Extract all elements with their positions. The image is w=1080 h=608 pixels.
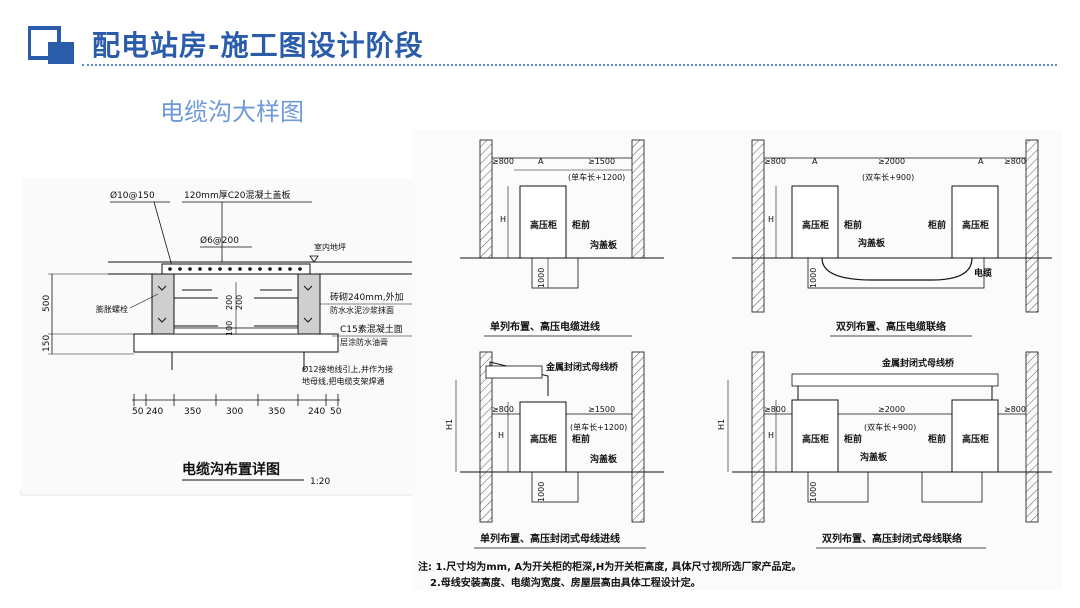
p2-front-l: 柜前 bbox=[843, 219, 862, 231]
p3-dim-1: ≥800 bbox=[492, 405, 514, 414]
p1-caption: 单列布置、高压电缆进线 bbox=[490, 320, 600, 333]
p2-depth: 1000 bbox=[809, 268, 818, 288]
trench-detail-svg: Ø10@150 120mm厚C20混凝土盖板 Ø6@200 室内地坪 200 2… bbox=[42, 189, 414, 487]
p2-cabinet-l: 高压柜 bbox=[802, 219, 829, 231]
ground-note-1: Ø12接地线引上,并作为接 bbox=[302, 364, 393, 374]
p2-cover: 沟盖板 bbox=[858, 237, 886, 249]
p4-dim-3: ≥2000 bbox=[878, 405, 905, 414]
dim-200-a: 200 bbox=[225, 295, 234, 310]
bottom-dim-6: 240 bbox=[308, 407, 325, 417]
layout-panel-4: 金属封闭式母线桥 ≥800 A ≥2000 A ≥800 (双车长+900) 高… bbox=[717, 351, 1052, 549]
p1-dim-2: A bbox=[538, 157, 544, 166]
p4-subdim: (双车长+900) bbox=[864, 422, 916, 432]
p3-front: 柜前 bbox=[571, 433, 590, 445]
p3-h1: H1 bbox=[445, 419, 454, 430]
rebar-top-label: Ø10@150 bbox=[110, 190, 155, 201]
bottom-dim-1: 50 bbox=[132, 407, 144, 417]
note-2: 2.母线安装高度、电缆沟宽度、房屋层高由具体工程设计定。 bbox=[430, 576, 701, 589]
title-divider bbox=[82, 64, 1057, 66]
p1-cabinet: 高压柜 bbox=[530, 219, 557, 231]
cabinet-layout-svg: ≥800 A ≥1500 (单车长+1200) 高压柜 柜前 沟盖板 H 100… bbox=[418, 139, 1052, 589]
p4-caption: 双列布置、高压封闭式母线联络 bbox=[822, 532, 962, 545]
p4-dim-1: ≥800 bbox=[764, 405, 786, 414]
p2-cabinet-r: 高压柜 bbox=[962, 219, 989, 231]
trench-scale: 1:20 bbox=[310, 477, 330, 487]
p2-front-r: 柜前 bbox=[927, 219, 946, 231]
p3-cabinet: 高压柜 bbox=[530, 433, 557, 445]
bottom-dim-3: 350 bbox=[184, 407, 201, 417]
p1-depth: 1000 bbox=[537, 268, 546, 288]
bottom-dim-7: 50 bbox=[330, 407, 342, 417]
p3-subdim: (单车长+1200) bbox=[570, 422, 627, 432]
p3-dim-3: ≥1500 bbox=[588, 405, 615, 414]
p2-dim-5: ≥800 bbox=[1004, 157, 1026, 166]
p2-h: H bbox=[768, 215, 774, 224]
rebar-mid-label: Ø6@200 bbox=[200, 235, 239, 246]
p1-h: H bbox=[500, 215, 506, 224]
layout-panel-1: ≥800 A ≥1500 (单车长+1200) 高压柜 柜前 沟盖板 H 100… bbox=[460, 139, 664, 337]
p3-caption: 单列布置、高压封闭式母线进线 bbox=[480, 532, 620, 545]
p2-cable: 电缆 bbox=[974, 267, 992, 279]
p3-h: H bbox=[498, 431, 504, 440]
layout-panel-2: ≥800 A ≥2000 A ≥800 (双车长+900) 高压柜 高压柜 柜前… bbox=[732, 139, 1052, 337]
p4-cabinet-r: 高压柜 bbox=[962, 433, 989, 445]
section-subtitle: 电缆沟大样图 bbox=[160, 98, 304, 126]
ground-note-2: 地母线,把电缆支架焊通 bbox=[302, 376, 385, 386]
p3-depth: 1000 bbox=[537, 482, 546, 502]
p4-front-r: 柜前 bbox=[927, 433, 946, 445]
dim-150: 150 bbox=[42, 335, 52, 352]
p3-bus-label: 金属封闭式母线桥 bbox=[545, 361, 619, 373]
p4-cover: 沟盖板 bbox=[860, 451, 888, 463]
p4-dim-5: ≥800 bbox=[1004, 405, 1026, 414]
bottom-dim-4: 300 bbox=[226, 407, 243, 417]
p1-front: 柜前 bbox=[571, 219, 590, 231]
cabinet-layout-drawing: ≥800 A ≥1500 (单车长+1200) 高压柜 柜前 沟盖板 H 100… bbox=[412, 130, 1062, 590]
p4-bus-label: 金属封闭式母线桥 bbox=[881, 357, 955, 369]
p4-depth: 1000 bbox=[809, 482, 818, 502]
floor-level-label: 室内地坪 bbox=[314, 242, 346, 252]
p1-subdim: (单车长+1200) bbox=[568, 172, 625, 182]
slab-note: 120mm厚C20混凝土盖板 bbox=[184, 189, 290, 201]
page-title: 配电站房-施工图设计阶段 bbox=[92, 29, 424, 62]
p2-dim-4: A bbox=[978, 157, 984, 166]
bottom-dim-5: 350 bbox=[268, 407, 285, 417]
bolt-label: 膨胀螺栓 bbox=[96, 304, 128, 314]
dim-500: 500 bbox=[42, 295, 52, 312]
wall-note-1: 砖砌240mm,外加 bbox=[330, 291, 404, 303]
p4-cabinet-l: 高压柜 bbox=[802, 433, 829, 445]
base-note-2: 层涂防水油膏 bbox=[340, 337, 388, 347]
p4-h1: H1 bbox=[717, 419, 726, 430]
p2-dim-1: ≥800 bbox=[764, 157, 786, 166]
trench-caption: 电缆沟布置详图 bbox=[182, 461, 280, 478]
layout-panel-3: 金属封闭式母线桥 ≥800 A ≥1500 (单车长+1200) 高压柜 柜前 … bbox=[445, 351, 664, 549]
p1-cover: 沟盖板 bbox=[590, 239, 618, 251]
p1-dim-3: ≥1500 bbox=[588, 157, 615, 166]
trench-detail-drawing: Ø10@150 120mm厚C20混凝土盖板 Ø6@200 室内地坪 200 2… bbox=[22, 178, 414, 494]
logo-icon bbox=[28, 26, 74, 64]
p4-h: H bbox=[768, 431, 774, 440]
dim-200-b: 200 bbox=[235, 295, 244, 310]
bottom-dim-2: 240 bbox=[146, 407, 163, 417]
base-note-1: C15素混凝土面 bbox=[340, 323, 403, 335]
dim-100: 100 bbox=[225, 321, 234, 336]
p2-subdim: (双车长+900) bbox=[862, 172, 914, 182]
wall-note-2: 防水水泥沙浆抹面 bbox=[330, 305, 394, 315]
p3-cover: 沟盖板 bbox=[590, 453, 618, 465]
p2-caption: 双列布置、高压电缆联络 bbox=[836, 320, 946, 333]
p4-front-l: 柜前 bbox=[843, 433, 862, 445]
p2-dim-2: A bbox=[812, 157, 818, 166]
p2-dim-3: ≥2000 bbox=[878, 157, 905, 166]
p1-dim-1: ≥800 bbox=[492, 157, 514, 166]
note-1: 注: 1.尺寸均为mm, A为开关柜的柜深,H为开关柜高度, 具体尺寸视所选厂家… bbox=[418, 560, 802, 573]
